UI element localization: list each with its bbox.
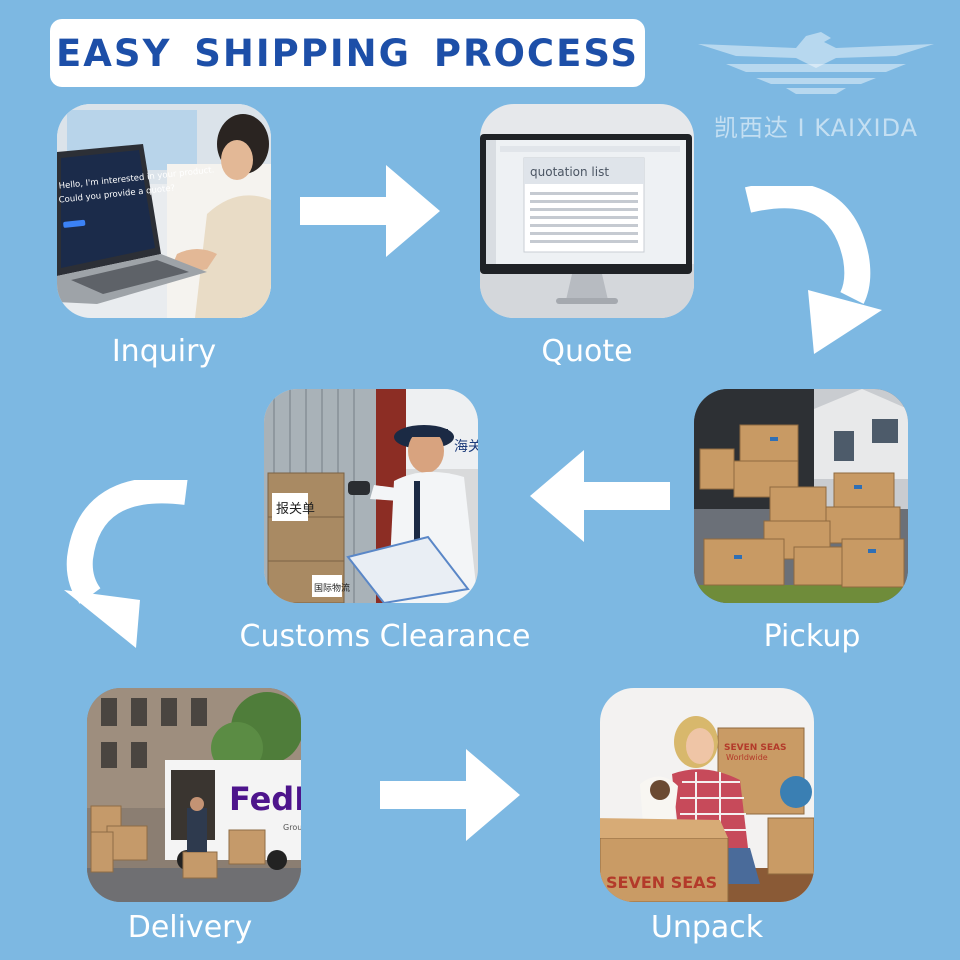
step-label-inquiry: Inquiry: [111, 334, 217, 369]
svg-text:报关单: 报关单: [276, 502, 315, 517]
arrow-left: [528, 448, 670, 544]
customs-photo: 海关 报关单 国际物流: [264, 389, 478, 603]
step-label-customs-clearance: Customs Clearance: [239, 619, 531, 654]
eagle-logo-icon: [698, 32, 934, 94]
title-banner: EASY SHIPPING PROCESS: [50, 19, 645, 87]
step-label-pickup: Pickup: [763, 619, 861, 654]
step-label-delivery: Delivery: [127, 910, 253, 945]
quote-photo: quotation list: [480, 104, 694, 318]
page-title: EASY SHIPPING PROCESS: [56, 31, 639, 75]
step-label-unpack: Unpack: [650, 910, 764, 945]
svg-text:国际物流: 国际物流: [314, 582, 350, 594]
pickup-photo: [694, 389, 908, 603]
inquiry-photo: Hello, I'm interested in your product. C…: [57, 104, 271, 318]
svg-text:SEVEN SEAS: SEVEN SEAS: [606, 873, 717, 892]
svg-text:海关: 海关: [454, 439, 478, 455]
arrow-curve-down-right: [744, 186, 884, 356]
delivery-photo: FedEx Ground: [87, 688, 301, 902]
logo-text: 凯西达 I KAIXIDA: [713, 114, 919, 142]
svg-text:Ground: Ground: [283, 823, 301, 832]
svg-text:SEVEN SEAS: SEVEN SEAS: [724, 743, 787, 753]
arrow-right-1: [300, 163, 442, 259]
arrow-curve-down-left: [60, 480, 200, 650]
quote-screen-text: quotation list: [530, 165, 609, 179]
company-logo: 凯西达 I KAIXIDA: [696, 26, 936, 144]
unpack-photo: SEVEN SEAS Worldwide SEVEN SEAS: [600, 688, 814, 902]
arrow-right-2: [380, 747, 522, 843]
step-label-quote: Quote: [541, 334, 633, 369]
svg-text:Worldwide: Worldwide: [726, 753, 768, 762]
svg-text:FedEx: FedEx: [229, 780, 301, 818]
